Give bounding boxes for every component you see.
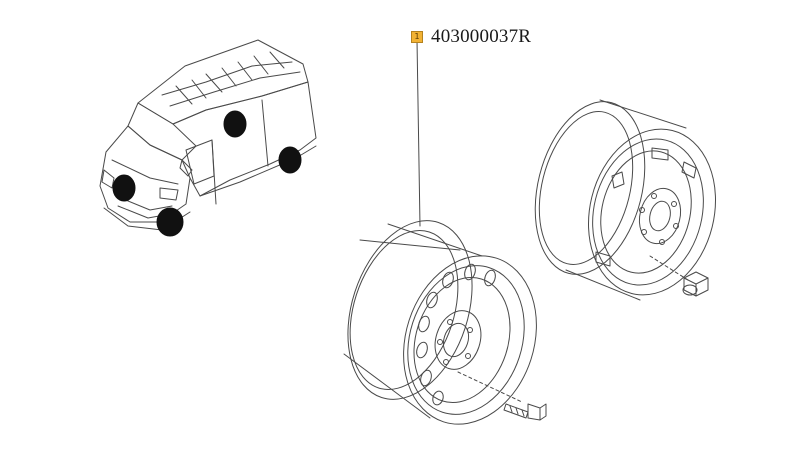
part-number[interactable]: 403000037R <box>431 26 532 47</box>
van-icon <box>99 39 317 237</box>
wheel-bolt-icon <box>503 403 547 421</box>
wheel-nut-icon <box>682 271 709 297</box>
callout-leader <box>416 39 421 227</box>
part-callout[interactable]: 1 403000037R <box>411 26 531 48</box>
twin-wheel-icon <box>534 99 716 301</box>
callout-marker[interactable]: 1 <box>411 31 423 43</box>
steel-wheel-icon <box>343 220 537 425</box>
